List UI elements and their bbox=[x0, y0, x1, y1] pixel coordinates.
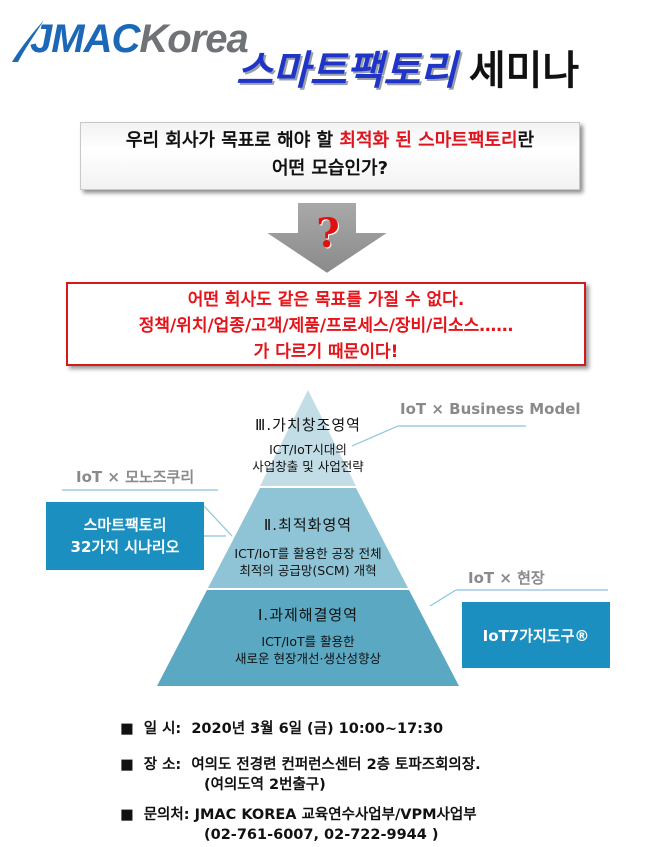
pyramid-level-1-text: Ⅰ.과제해결영역 ICT/IoT를 활용한 새로운 현장개선·생산성향상 bbox=[168, 604, 448, 667]
pyramid-level-2 bbox=[208, 488, 408, 588]
pyramid-level-3-text: Ⅲ.가치창조영역 ICT/IoT시대의 사업창출 및 사업전략 bbox=[228, 414, 388, 475]
warning-line-2: 정책/위치/업종/고객/제품/프로세스/장비/리소스…… bbox=[138, 316, 514, 336]
callout-iot-monozukuri: IoT × 모노즈쿠리 bbox=[76, 468, 195, 486]
pyramid-shape bbox=[157, 390, 459, 686]
logo-jmac: JMAC bbox=[30, 17, 140, 61]
title-seminar: 세미나 bbox=[468, 48, 580, 94]
scenario-box: 스마트팩토리 32가지 시나리오 bbox=[46, 502, 204, 570]
pyramid-level-2-text: Ⅱ.최적화영역 ICT/IoT를 활용한 공장 전체 최적의 공급망(SCM) … bbox=[188, 514, 428, 579]
place-sub: (여의도역 2번출구) bbox=[204, 777, 326, 793]
level-1-title: Ⅰ.과제해결영역 bbox=[258, 606, 358, 624]
callout-iot-business-model: IoT × Business Model bbox=[400, 400, 581, 418]
question-mark-icon: ? bbox=[316, 210, 340, 257]
question-line-1: 우리 회사가 목표로 해야 할 최적화 된 스마트팩토리란 bbox=[81, 127, 579, 155]
contact-value: JMAC KOREA 교육연수사업부/VPM사업부 bbox=[194, 807, 477, 823]
bullet-square-icon: ■ bbox=[120, 807, 134, 823]
level-1-desc-2: 새로운 현장개선·생산성향상 bbox=[235, 651, 381, 666]
pyramid-diagram: Ⅲ.가치창조영역 ICT/IoT시대의 사업창출 및 사업전략 Ⅱ.최적화영역 … bbox=[148, 390, 468, 690]
warning-line-3: 가 다르기 때문이다! bbox=[253, 342, 399, 362]
date-value: 2020년 3월 6일 (금) 10:00~17:30 bbox=[191, 721, 444, 737]
question-highlight: 최적화 된 스마트팩토리 bbox=[339, 130, 518, 151]
title-smart-factory: 스마트팩토리 bbox=[236, 48, 457, 94]
warning-line-1: 어떤 회사도 같은 목표를 가질 수 없다. bbox=[187, 290, 465, 310]
warning-box: 어떤 회사도 같은 목표를 가질 수 없다. 정책/위치/업종/고객/제품/프로… bbox=[66, 282, 586, 366]
level-2-desc-2: 최적의 공급망(SCM) 개혁 bbox=[239, 563, 377, 578]
info-contact-row: ■ 문의처: JMAC KOREA 교육연수사업부/VPM사업부 bbox=[120, 804, 477, 826]
jmac-korea-logo: JMACKorea bbox=[8, 10, 278, 65]
logo-korea: Korea bbox=[139, 17, 248, 61]
level-2-title: Ⅱ.최적화영역 bbox=[263, 516, 353, 534]
callout-iot-genba: IoT × 현장 bbox=[468, 569, 545, 587]
iot-tools-box: IoT7가지도구® bbox=[462, 602, 610, 668]
pyramid-level-3 bbox=[260, 390, 356, 486]
question-prefix: 우리 회사가 목표로 해야 할 bbox=[125, 130, 340, 151]
pyramid-level-1 bbox=[157, 590, 459, 686]
info-place-row: ■ 장 소: 여의도 전경련 컨퍼런스센터 2층 토파즈회의장. bbox=[120, 754, 481, 776]
level-1-desc-1: ICT/IoT를 활용한 bbox=[261, 634, 355, 649]
question-suffix: 란 bbox=[517, 130, 535, 151]
logo-text: JMACKorea bbox=[30, 16, 249, 62]
scenario-line-1: 스마트팩토리 bbox=[83, 516, 167, 534]
question-box: 우리 회사가 목표로 해야 할 최적화 된 스마트팩토리란 어떤 모습인가? bbox=[80, 122, 580, 190]
down-arrow-icon bbox=[262, 201, 392, 276]
bullet-square-icon: ■ bbox=[120, 757, 134, 773]
place-value: 여의도 전경련 컨퍼런스센터 2층 토파즈회의장. bbox=[191, 757, 481, 773]
level-3-desc-2: 사업창출 및 사업전략 bbox=[252, 459, 364, 474]
date-label: 일 시: bbox=[143, 721, 182, 737]
info-date-row: ■ 일 시: 2020년 3월 6일 (금) 10:00~17:30 bbox=[120, 718, 443, 740]
level-3-desc-1: ICT/IoT시대의 bbox=[269, 442, 347, 457]
level-3-title: Ⅲ.가치창조영역 bbox=[255, 416, 361, 434]
contact-phone: (02-761-6007, 02-722-9944 ) bbox=[204, 827, 439, 843]
contact-label: 문의처: bbox=[143, 807, 190, 823]
level-2-desc-1: ICT/IoT를 활용한 공장 전체 bbox=[234, 546, 382, 561]
place-label: 장 소: bbox=[143, 757, 182, 773]
scenario-line-2: 32가지 시나리오 bbox=[70, 538, 180, 556]
bullet-square-icon: ■ bbox=[120, 721, 134, 737]
question-line-2: 어떤 모습인가? bbox=[271, 158, 389, 179]
logo-swoosh-icon bbox=[12, 20, 44, 62]
